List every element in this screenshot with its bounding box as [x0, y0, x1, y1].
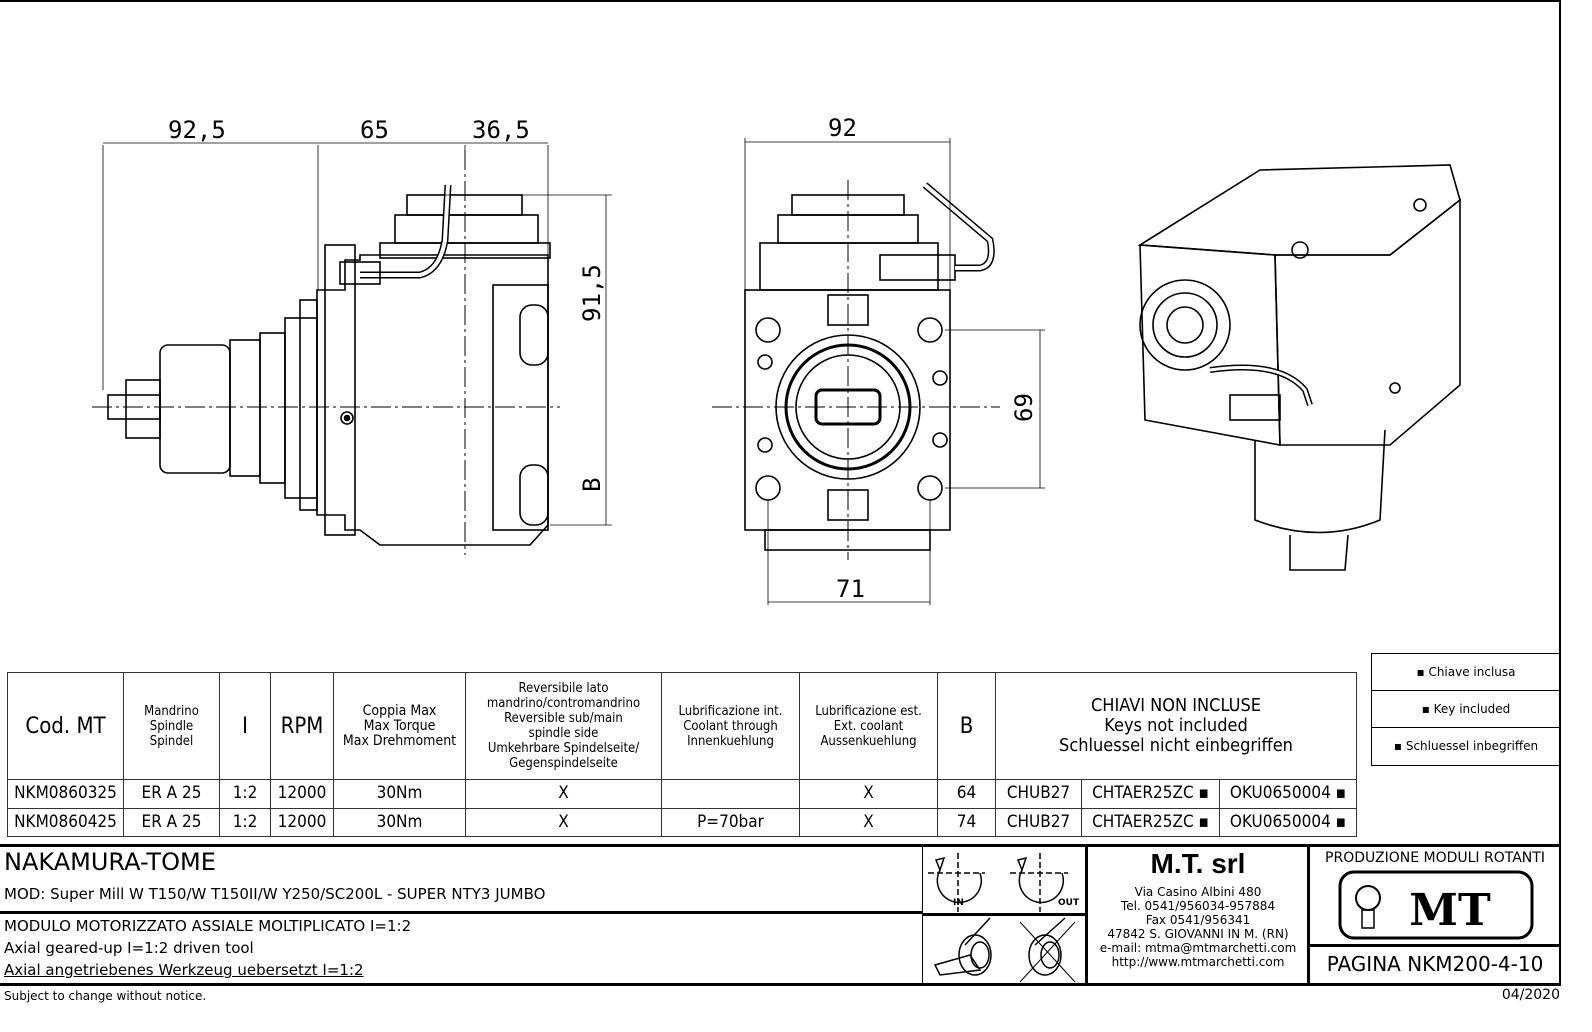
- header-ratio: I: [219, 672, 271, 780]
- isometric-view: [1137, 164, 1461, 571]
- page-number: PAGINA NKM200-4-10: [1326, 952, 1544, 976]
- email-link[interactable]: e-mail: mtma@mtmarchetti.com: [1099, 941, 1297, 955]
- brand-title: NAKAMURA-TOME: [4, 848, 216, 876]
- frame-right: [1559, 0, 1561, 985]
- cell-spindle: ER A 25: [123, 779, 220, 809]
- cell-rpm: 12000: [270, 807, 334, 837]
- cell-key3: OKU0650004 ▪: [1219, 807, 1357, 837]
- dim-side-b: 65: [360, 116, 389, 144]
- dim-front-width: 92: [828, 114, 857, 142]
- cell-spindle: ER A 25: [123, 807, 220, 837]
- production-label: PRODUZIONE MODULI ROTANTI: [1325, 850, 1545, 866]
- cell-key3: OKU0650004 ▪: [1219, 779, 1357, 809]
- city: 47842 S. GIOVANNI IN M. (RN): [1107, 927, 1289, 941]
- divider: [1307, 845, 1310, 985]
- dim-side-height: 91,5: [578, 264, 606, 322]
- cell-coolant-ext: X: [799, 807, 938, 837]
- cell-code: NKM0860325: [7, 779, 124, 809]
- cell-reversible: X: [465, 807, 662, 837]
- cell-key2: CHTAER25ZC ▪: [1081, 807, 1220, 837]
- dim-side-a: 92,5: [168, 116, 226, 144]
- legend-en: ▪ Key included: [1372, 691, 1560, 728]
- cell-code: NKM0860425: [7, 807, 124, 837]
- description-it: MODULO MOTORIZZATO ASSIALE MOLTIPLICATO …: [4, 917, 412, 935]
- wrench-crossed-icon: [1019, 917, 1076, 983]
- cell-b: 74: [937, 807, 996, 837]
- cell-ratio: 1:2: [219, 807, 271, 837]
- cell-rpm: 12000: [270, 779, 334, 809]
- notice: Subject to change without notice.: [4, 989, 207, 1003]
- divider: [1308, 944, 1561, 947]
- machine-models: MOD: Super Mill W T150/W T150II/W Y250/S…: [4, 885, 546, 903]
- title-block-top: [0, 844, 1561, 847]
- cell-torque: 30Nm: [333, 807, 466, 837]
- legend-de: ▪ Schluessel inbegriffen: [1393, 739, 1539, 753]
- cell-coolant-int: [661, 779, 800, 809]
- divider: [1085, 845, 1088, 985]
- front-view: [712, 138, 1045, 605]
- frame-top: [0, 0, 1561, 2]
- website-link[interactable]: http://www.mtmarchetti.com: [1111, 955, 1285, 969]
- header-code: Cod. MT: [7, 672, 124, 780]
- mt-logo: MT: [1338, 870, 1534, 940]
- technical-drawings: 92,5 65 36,5 91,5 B 92 71 69: [92, 114, 1461, 605]
- title-block-mid: [0, 911, 922, 914]
- company-name: M.T. srl: [1150, 848, 1246, 879]
- cell-torque: 30Nm: [333, 779, 466, 809]
- dim-front-height: 69: [1010, 393, 1038, 422]
- title-block-bottom: [0, 983, 1561, 986]
- svg-text:MT: MT: [1409, 885, 1491, 936]
- address-line: Via Casino Albini 480: [1134, 885, 1262, 899]
- cell-reversible: X: [465, 779, 662, 809]
- cell-b: 64: [937, 779, 996, 809]
- phone: Tel. 0541/956034-957884: [1120, 899, 1276, 913]
- cell-key1: CHUB27: [995, 807, 1082, 837]
- cell-ratio: 1:2: [219, 779, 271, 809]
- description-en: Axial geared-up I=1:2 driven tool: [4, 939, 254, 957]
- company-address: Via Casino Albini 480 Tel. 0541/956034-9…: [1088, 885, 1308, 969]
- key-legend: ▪ Chiave inclusa ▪ Key included ▪ Schlue…: [1371, 653, 1561, 766]
- rotation-out-label: OUT: [1058, 898, 1080, 908]
- wrench-icon: [933, 917, 992, 976]
- header-b: B: [937, 672, 996, 780]
- fax: Fax 0541/956341: [1145, 913, 1251, 927]
- rotation-in-label: IN: [953, 898, 964, 908]
- cell-key2: CHTAER25ZC ▪: [1081, 779, 1220, 809]
- description-de: Axial angetriebenes Werkzeug uebersetzt …: [4, 961, 364, 979]
- dim-front-bottom: 71: [836, 575, 865, 603]
- side-view: [92, 142, 612, 555]
- legend-it: ▪ Chiave inclusa: [1372, 654, 1560, 691]
- dim-side-b-label: B: [578, 478, 606, 492]
- header-rpm: RPM: [270, 672, 334, 780]
- divider: [922, 913, 1086, 916]
- cell-coolant-ext: X: [799, 779, 938, 809]
- dim-side-c: 36,5: [472, 116, 530, 144]
- revision-date: 04/2020: [1501, 987, 1560, 1003]
- cell-coolant-int: P=70bar: [661, 807, 800, 837]
- cell-key1: CHUB27: [995, 779, 1082, 809]
